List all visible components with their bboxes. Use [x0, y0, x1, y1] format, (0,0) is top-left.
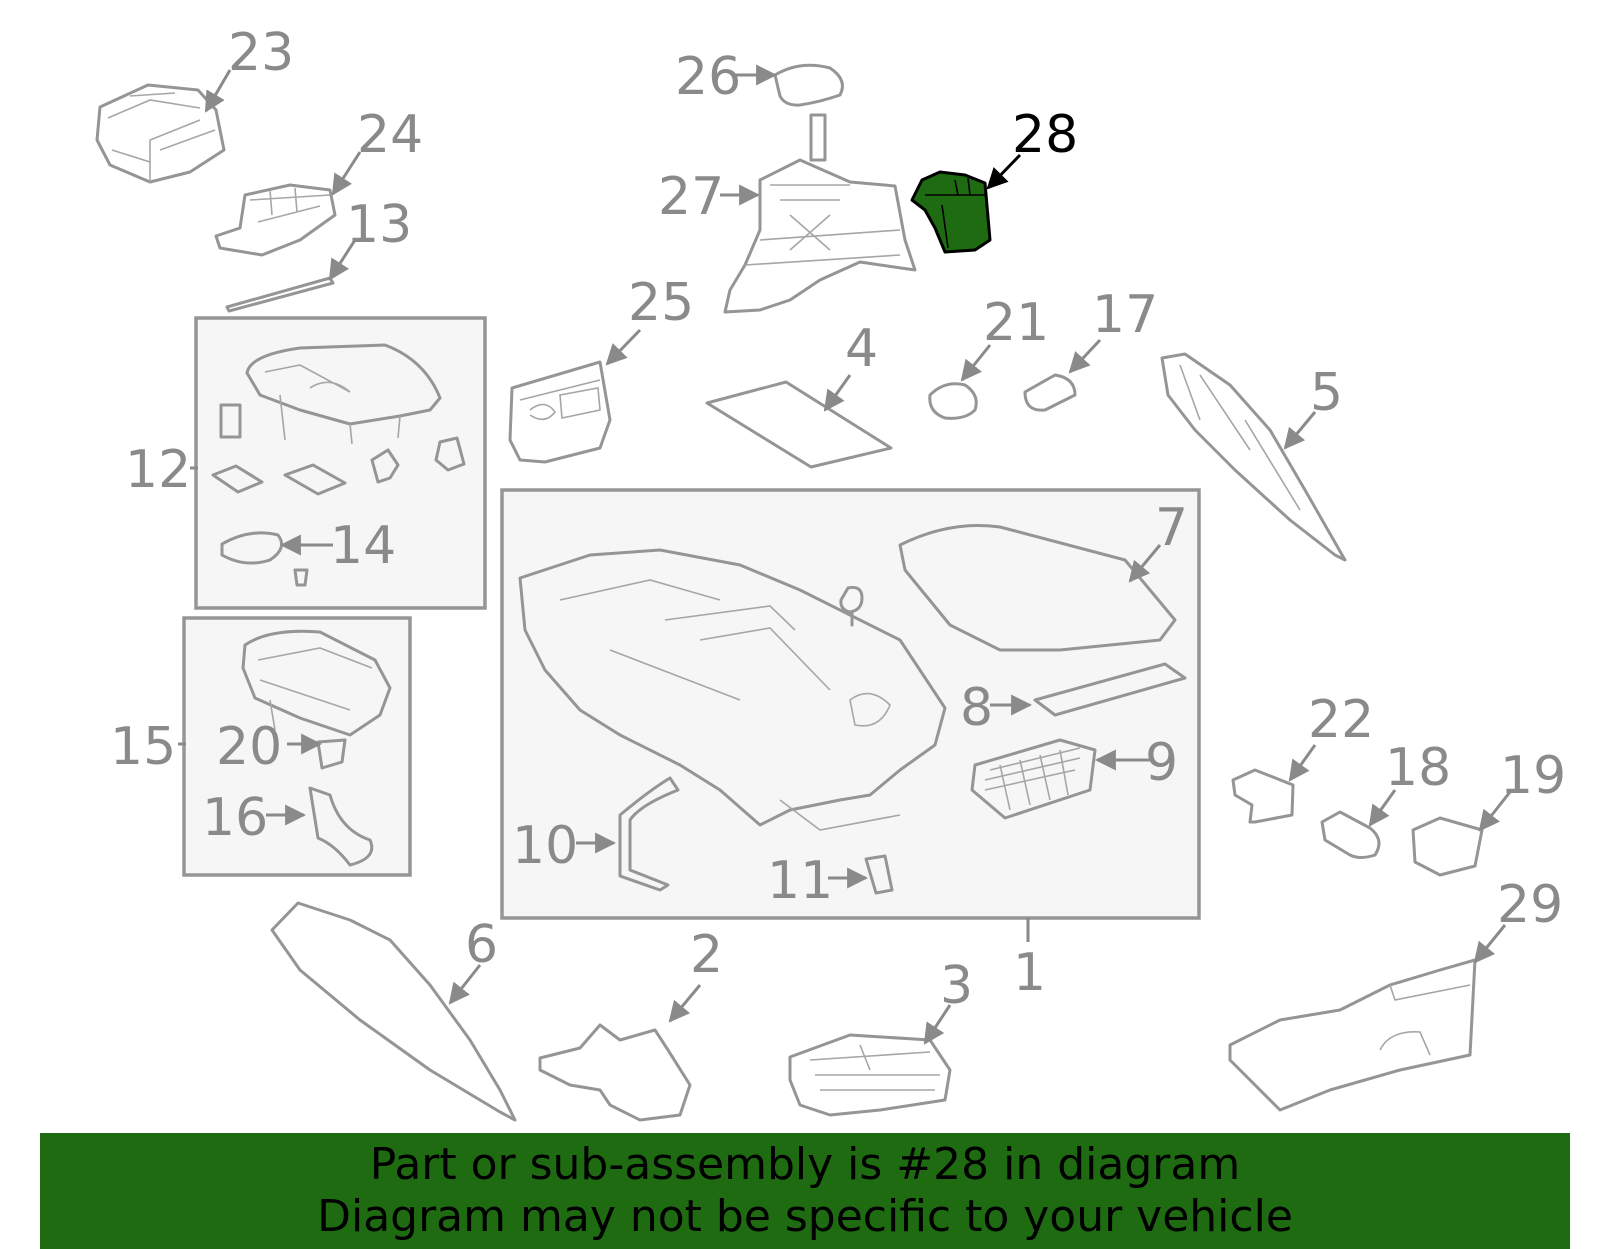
- part-17-drawing: [1023, 373, 1077, 412]
- part-22-drawing: [1231, 768, 1295, 824]
- leader-19: [1478, 791, 1512, 832]
- callout-21[interactable]: 21: [983, 293, 1049, 353]
- part-24-drawing: [214, 183, 337, 257]
- callout-4[interactable]: 4: [845, 319, 878, 379]
- callout-9[interactable]: 9: [1145, 733, 1178, 793]
- part-27-drawing: [723, 113, 917, 314]
- leader-21: [960, 344, 992, 382]
- part-1-drawing: [518, 524, 1187, 895]
- leader-29: [1473, 924, 1507, 964]
- part-5-drawing: [1160, 352, 1347, 562]
- callout-27[interactable]: 27: [658, 167, 724, 227]
- callout-14[interactable]: 14: [330, 516, 396, 576]
- part-2-drawing: [538, 1023, 692, 1122]
- callout-23[interactable]: 23: [228, 23, 294, 83]
- callout-25[interactable]: 25: [628, 273, 694, 333]
- part-23-drawing: [95, 83, 226, 184]
- leader-17: [1068, 338, 1102, 374]
- callout-6[interactable]: 6: [465, 915, 498, 975]
- part-19-drawing: [1411, 816, 1484, 877]
- callout-1[interactable]: 1: [1013, 943, 1046, 1003]
- callout-11[interactable]: 11: [767, 851, 833, 911]
- part-4-drawing: [705, 380, 893, 469]
- leader-13: [328, 239, 357, 281]
- callout-17[interactable]: 17: [1092, 285, 1158, 345]
- leader-24: [331, 151, 362, 196]
- part-25-drawing: [508, 360, 612, 464]
- info-banner: Part or sub-assembly is #28 in diagram D…: [40, 1133, 1570, 1249]
- callout-18[interactable]: 18: [1385, 738, 1451, 798]
- callout-13[interactable]: 13: [346, 195, 412, 255]
- callout-16[interactable]: 16: [202, 788, 268, 848]
- leader-18: [1368, 789, 1397, 827]
- callout-8[interactable]: 8: [960, 678, 993, 738]
- callout-3[interactable]: 3: [940, 956, 973, 1016]
- leader-23: [204, 69, 232, 113]
- leader-3: [923, 1004, 952, 1045]
- callout-5[interactable]: 5: [1310, 363, 1343, 423]
- group-box-15: [182, 616, 412, 877]
- callout-28[interactable]: 28: [1012, 105, 1078, 165]
- callout-22[interactable]: 22: [1308, 690, 1374, 750]
- info-banner-line-2: Diagram may not be specific to your vehi…: [317, 1191, 1293, 1242]
- part-3-drawing: [788, 1033, 952, 1117]
- part-29-drawing: [1228, 958, 1477, 1112]
- part-12-drawing: [211, 343, 466, 587]
- callout-12[interactable]: 12: [125, 440, 191, 500]
- callout-2[interactable]: 2: [690, 925, 723, 985]
- callout-29[interactable]: 29: [1497, 875, 1563, 935]
- part-13-drawing: [225, 276, 335, 313]
- leader-5: [1283, 411, 1317, 450]
- leader-22: [1288, 744, 1317, 782]
- part-15-drawing: [241, 629, 392, 867]
- part-28-drawing: [910, 170, 992, 254]
- callout-19[interactable]: 19: [1500, 746, 1566, 806]
- leader-4: [823, 374, 852, 412]
- callout-26[interactable]: 26: [675, 47, 741, 107]
- callout-20[interactable]: 20: [216, 717, 282, 777]
- leader-25: [605, 328, 642, 366]
- part-6-drawing: [270, 901, 517, 1122]
- part-18-drawing: [1320, 810, 1381, 859]
- leader-7: [1128, 544, 1162, 583]
- callout-10[interactable]: 10: [512, 816, 578, 876]
- callout-15[interactable]: 15: [110, 717, 176, 777]
- part-26-drawing: [773, 63, 844, 107]
- leader-2: [668, 984, 702, 1023]
- leader-28: [986, 153, 1022, 190]
- info-banner-line-1: Part or sub-assembly is #28 in diagram: [369, 1139, 1241, 1190]
- leader-6: [448, 964, 482, 1005]
- callout-24[interactable]: 24: [357, 105, 423, 165]
- part-21-drawing: [928, 382, 978, 420]
- group-box-12: [194, 316, 487, 610]
- callout-7[interactable]: 7: [1155, 498, 1188, 558]
